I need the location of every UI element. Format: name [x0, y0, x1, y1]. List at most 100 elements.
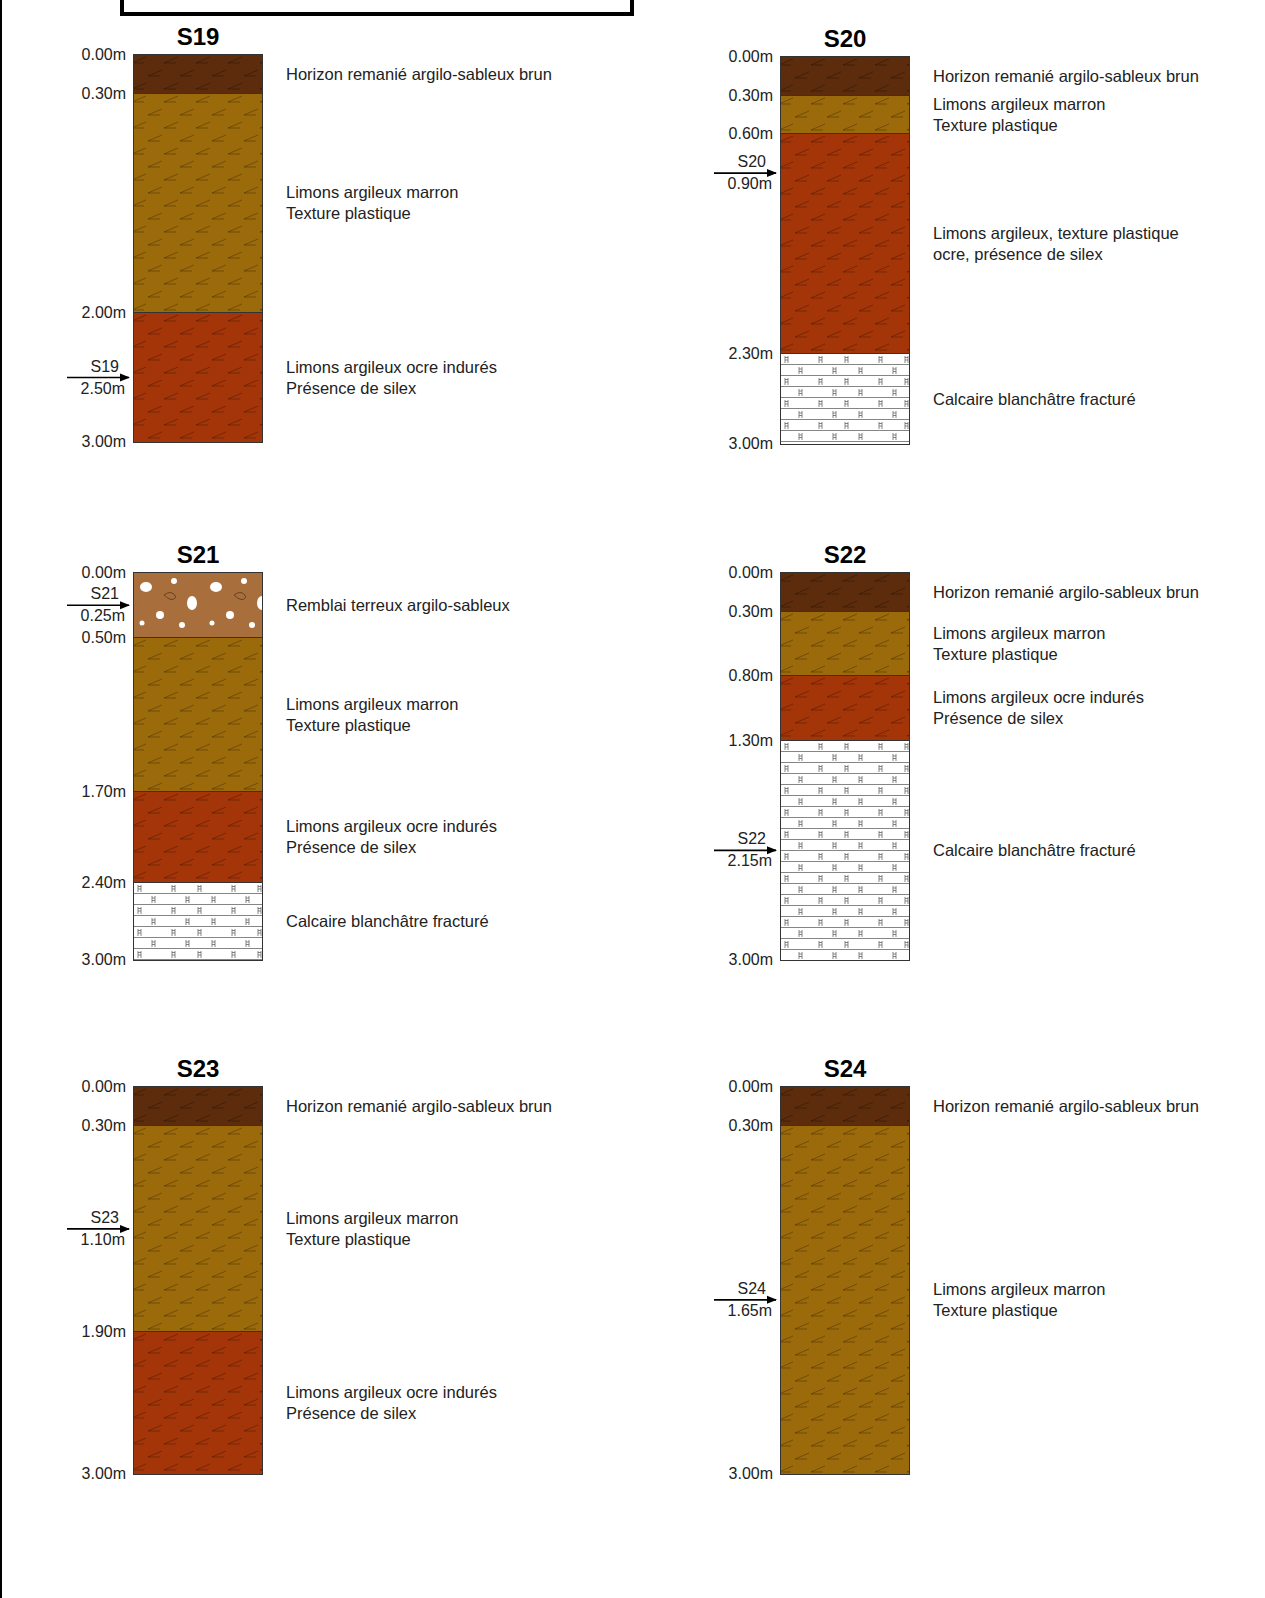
layer-texture [134, 1332, 262, 1474]
depth-label: 0.30m [82, 85, 126, 103]
depth-label: 0.60m [729, 125, 773, 143]
layer-description: Limons argileux marron Texture plastique [933, 94, 1138, 136]
layer-texture [134, 792, 262, 882]
borehole-title: S20 [781, 25, 909, 53]
depth-label: 2.30m [729, 345, 773, 363]
sample-arrow [714, 850, 776, 852]
layer-texture [134, 313, 262, 442]
layer-description: Calcaire blanchâtre fracturé [933, 388, 1233, 409]
limestone-layer: Calcaire blanchâtre fracturé [134, 883, 262, 960]
layer-texture [781, 57, 909, 96]
depth-label: 0.00m [82, 1078, 126, 1096]
sample-depth: 0.25m [81, 607, 125, 625]
topsoil-layer: Horizon remanié argilo-sableux brun [781, 57, 909, 96]
sample-depth: 2.15m [728, 852, 772, 870]
topsoil-layer: Horizon remanié argilo-sableux brun [134, 1087, 262, 1126]
depth-label: 0.30m [729, 603, 773, 621]
borehole-column: S24Horizon remanié argilo-sableux brunLi… [780, 1086, 910, 1475]
brown-silt-layer: Limons argileux marron Texture plastique [781, 612, 909, 677]
layer-texture [134, 883, 262, 960]
depth-label: 0.00m [729, 564, 773, 582]
layer-boundary [134, 312, 262, 313]
layer-description: Limons argileux, texture plastique ocre,… [933, 223, 1218, 265]
depth-label: 0.00m [82, 564, 126, 582]
depth-label: 0.80m [729, 667, 773, 685]
layer-description: Limons argileux marron Texture plastique [286, 694, 491, 736]
layer-boundary [781, 95, 909, 96]
ochre-silt-layer: Limons argileux ocre indurés Présence de… [134, 792, 262, 882]
layer-texture [781, 354, 909, 444]
layer-boundary [781, 611, 909, 612]
layer-texture [781, 134, 909, 353]
sample-name: S23 [91, 1209, 119, 1227]
borehole-title: S21 [134, 541, 262, 569]
layer-texture [781, 612, 909, 677]
brown-silt-layer: Limons argileux marron Texture plastique [781, 1126, 909, 1474]
layer-texture [134, 1087, 262, 1126]
sample-arrow [67, 604, 129, 606]
layer-description: Limons argileux marron Texture plastique [933, 1279, 1138, 1321]
topsoil-layer: Horizon remanié argilo-sableux brun [781, 573, 909, 612]
layer-texture [781, 573, 909, 612]
topsoil-layer: Horizon remanié argilo-sableux brun [134, 55, 262, 94]
layer-description: Horizon remanié argilo-sableux brun [933, 582, 1253, 603]
sample-name: S22 [738, 830, 766, 848]
layer-description: Limons argileux marron Texture plastique [286, 1208, 491, 1250]
sample-name: S19 [91, 358, 119, 376]
layer-texture [134, 94, 262, 313]
sample-name: S20 [738, 153, 766, 171]
depth-label: 3.00m [729, 951, 773, 969]
layer-texture [134, 55, 262, 94]
layer-boundary [134, 882, 262, 883]
sample-name: S24 [738, 1280, 766, 1298]
depth-label: 2.40m [82, 874, 126, 892]
sample-depth: 0.90m [728, 175, 772, 193]
borehole-column: S19Horizon remanié argilo-sableux brunLi… [133, 54, 263, 443]
borehole-title: S23 [134, 1055, 262, 1083]
borehole-column: S20Horizon remanié argilo-sableux brunLi… [780, 56, 910, 445]
layer-texture [134, 1126, 262, 1332]
ochre-silt-layer: Limons argileux ocre indurés Présence de… [134, 1332, 262, 1474]
depth-label: 1.30m [729, 732, 773, 750]
brown-silt-layer: Limons argileux marron Texture plastique [134, 638, 262, 793]
layer-description: Horizon remanié argilo-sableux brun [933, 1096, 1253, 1117]
sample-name: S21 [91, 585, 119, 603]
sample-arrow [67, 377, 129, 379]
layer-boundary [134, 791, 262, 792]
layer-boundary [134, 1331, 262, 1332]
layer-description: Horizon remanié argilo-sableux brun [286, 1096, 606, 1117]
layer-description: Calcaire blanchâtre fracturé [286, 911, 586, 932]
depth-label: 3.00m [82, 1465, 126, 1483]
depth-label: 1.70m [82, 783, 126, 801]
layer-description: Limons argileux ocre indurés Présence de… [286, 357, 521, 399]
ochre-silt-layer: Limons argileux ocre indurés Présence de… [134, 313, 262, 442]
sample-arrow [714, 172, 776, 174]
depth-label: 0.00m [729, 48, 773, 66]
layer-boundary [134, 1125, 262, 1126]
brown-silt-layer: Limons argileux marron Texture plastique [134, 94, 262, 313]
depth-label: 3.00m [82, 433, 126, 451]
brown-silt-layer: Limons argileux marron Texture plastique [134, 1126, 262, 1332]
depth-label: 1.90m [82, 1323, 126, 1341]
layer-boundary [781, 133, 909, 134]
depth-label: 0.00m [729, 1078, 773, 1096]
borehole-column: S21Remblai terreux argilo-sableuxLimons … [133, 572, 263, 961]
layer-texture [781, 741, 909, 960]
brown-silt-layer: Limons argileux marron Texture plastique [781, 96, 909, 135]
fill-layer: Remblai terreux argilo-sableux [134, 573, 262, 638]
layer-description: Remblai terreux argilo-sableux [286, 595, 586, 616]
layer-texture [781, 1087, 909, 1126]
depth-label: 3.00m [729, 1465, 773, 1483]
layer-texture [781, 96, 909, 135]
depth-label: 0.00m [82, 46, 126, 64]
layer-description: Limons argileux ocre indurés Présence de… [286, 1382, 521, 1424]
limestone-layer: Calcaire blanchâtre fracturé [781, 354, 909, 444]
borehole-title: S22 [781, 541, 909, 569]
layer-boundary [781, 740, 909, 741]
depth-label: 0.30m [729, 87, 773, 105]
layer-texture [134, 638, 262, 793]
layer-boundary [781, 353, 909, 354]
borehole-column: S22Horizon remanié argilo-sableux brunLi… [780, 572, 910, 961]
layer-description: Horizon remanié argilo-sableux brun [933, 66, 1253, 87]
depth-label: 0.50m [82, 629, 126, 647]
